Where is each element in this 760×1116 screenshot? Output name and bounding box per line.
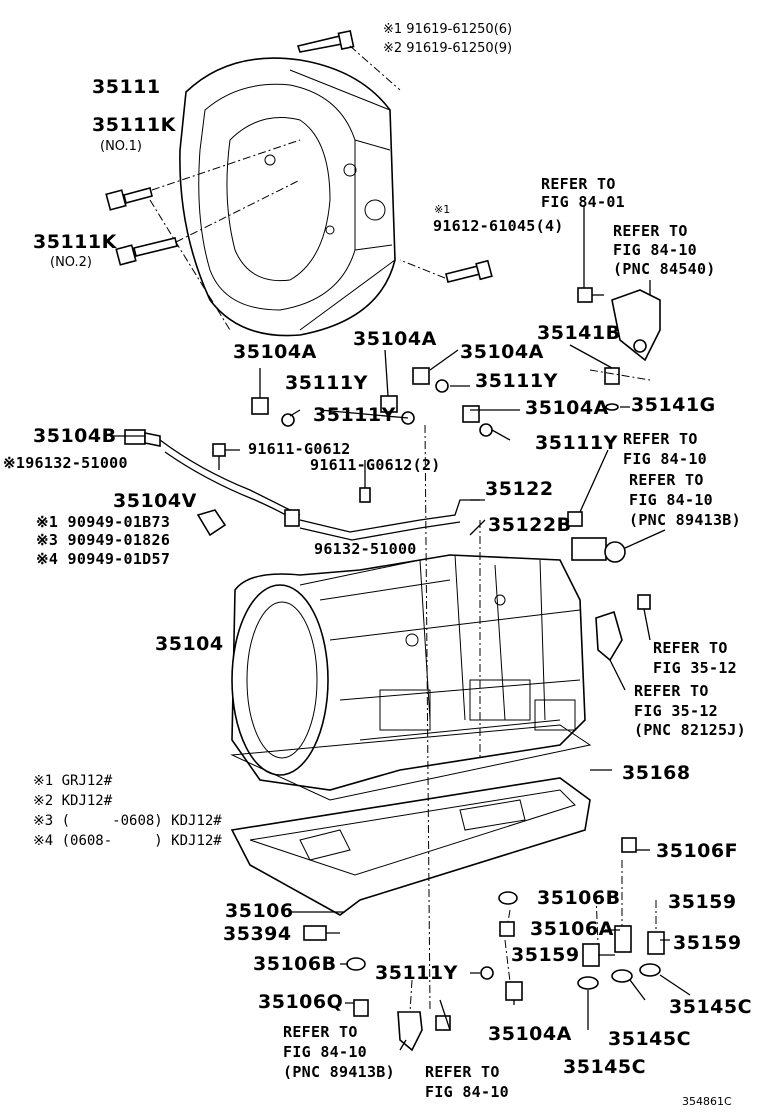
label-35104a-1: 35104A [233, 341, 317, 363]
label-refer-3512-c: REFER TO [634, 682, 709, 700]
label-35104v: 35104V [113, 490, 197, 512]
label-note-2: ※2 KDJ12# [33, 793, 113, 809]
label-refer-bot-c: (PNC 89413B) [283, 1063, 395, 1081]
bolt-91612 [445, 259, 493, 283]
label-35111k-no2: 35111K [33, 231, 117, 253]
label-bolt-mid-note: ※1 [434, 203, 451, 216]
label-35106a: 35106A [530, 918, 614, 940]
sensor-84540 [577, 287, 661, 362]
label-35111y-1: 35111Y [285, 372, 368, 394]
figure-code: 354861C [682, 1095, 732, 1108]
label-refer-bot-d: REFER TO [425, 1063, 500, 1081]
label-refer-3512-e: (PNC 82125J) [634, 721, 746, 739]
label-bolt-top-2: ※2 91619-61250(9) [383, 41, 513, 56]
label-refer-8410-c: (PNC 84540) [613, 260, 716, 278]
label-35104a-4: 35104A [525, 397, 609, 419]
label-35106: 35106 [225, 900, 294, 922]
label-35104: 35104 [155, 633, 224, 655]
label-35104b: 35104B [33, 425, 117, 447]
sensor-82125j [595, 594, 651, 662]
label-35159-1: 35159 [668, 891, 737, 913]
label-refer-3512-b: FIG 35-12 [653, 659, 737, 677]
label-35106b-1: 35106B [537, 887, 621, 909]
label-35122: 35122 [485, 478, 554, 500]
label-refer-bot-b: FIG 84-10 [283, 1043, 367, 1061]
fittings-upper [251, 367, 493, 437]
bolt-top [296, 29, 355, 53]
label-note-3: ※3 ( -0608) KDJ12# [33, 813, 222, 829]
label-refer-8410-b: FIG 84-10 [613, 241, 697, 259]
label-35111y-3: 35111Y [313, 404, 396, 426]
label-35111k-no1: 35111K [92, 114, 176, 136]
gasket-35168 [230, 724, 592, 801]
label-refer-bot-a: REFER TO [283, 1023, 358, 1041]
label-refer-8410-e: FIG 84-10 [623, 450, 707, 468]
oil-pan-35106 [230, 777, 591, 916]
label-35104a-2: 35104A [353, 328, 437, 350]
hose-assembly [124, 429, 480, 541]
label-35168: 35168 [622, 762, 691, 784]
label-hose-96132-1: ※196132-51000 [3, 454, 128, 472]
label-refer-3512-a: REFER TO [653, 639, 728, 657]
bolt-35111k-no2 [115, 237, 178, 266]
label-35111k-no2-sub: (NO.2) [50, 255, 92, 270]
bolt-35111k-no1 [105, 187, 153, 211]
label-refer-8401-a: REFER TO [541, 175, 616, 193]
label-35394: 35394 [223, 923, 292, 945]
label-35141b: 35141B [537, 322, 621, 344]
label-clamp-1: ※1 90949-01B73 [36, 513, 171, 531]
bolt-35106f [621, 837, 637, 853]
label-refer-3512-d: FIG 35-12 [634, 702, 718, 720]
converter-housing [179, 57, 396, 337]
label-refer-8401-b: FIG 84-01 [541, 193, 625, 211]
label-bolt-top-1: ※1 91619-61250(6) [383, 22, 513, 37]
label-35141g: 35141G [631, 394, 716, 416]
label-35159-3: 35159 [673, 932, 742, 954]
label-refer-8410-a: REFER TO [613, 222, 688, 240]
label-refer-8410-g: FIG 84-10 [629, 491, 713, 509]
transmission-case [231, 554, 586, 791]
label-91612: 91612-61045(4) [433, 217, 564, 235]
label-hose-96132-2: 96132-51000 [314, 540, 417, 558]
label-35106q: 35106Q [258, 991, 344, 1013]
label-35145c-3: 35145C [563, 1056, 647, 1078]
label-35145c-1: 35145C [669, 996, 753, 1018]
label-refer-8410-h: (PNC 89413B) [629, 511, 741, 529]
label-35111y-5: 35111Y [375, 962, 458, 984]
label-35122b: 35122B [488, 514, 572, 536]
label-35106f: 35106F [656, 840, 739, 862]
label-35104a-5: 35104A [488, 1023, 572, 1045]
label-91611-g0612-1: 91611-G0612 [248, 440, 351, 458]
label-35104a-3: 35104A [460, 341, 544, 363]
label-91611-g0612-2: 91611-G0612(2) [310, 456, 441, 474]
label-35159-2: 35159 [511, 944, 580, 966]
label-clamp-3: ※3 90949-01826 [36, 531, 171, 549]
label-note-4: ※4 (0608- ) KDJ12# [33, 833, 222, 849]
label-refer-bot-e: FIG 84-10 [425, 1083, 509, 1101]
label-35111k-no1-sub: (NO.1) [100, 139, 142, 154]
label-note-1: ※1 GRJ12# [33, 773, 113, 789]
sensor-89413b-right [571, 537, 626, 563]
label-35106b-2: 35106B [253, 953, 337, 975]
label-35111: 35111 [92, 76, 161, 98]
label-refer-8410-d: REFER TO [623, 430, 698, 448]
label-clamp-4: ※4 90949-01D57 [36, 550, 171, 568]
label-35111y-2: 35111Y [475, 370, 558, 392]
label-35111y-4: 35111Y [535, 432, 618, 454]
label-35145c-2: 35145C [608, 1028, 692, 1050]
label-refer-8410-f: REFER TO [629, 471, 704, 489]
